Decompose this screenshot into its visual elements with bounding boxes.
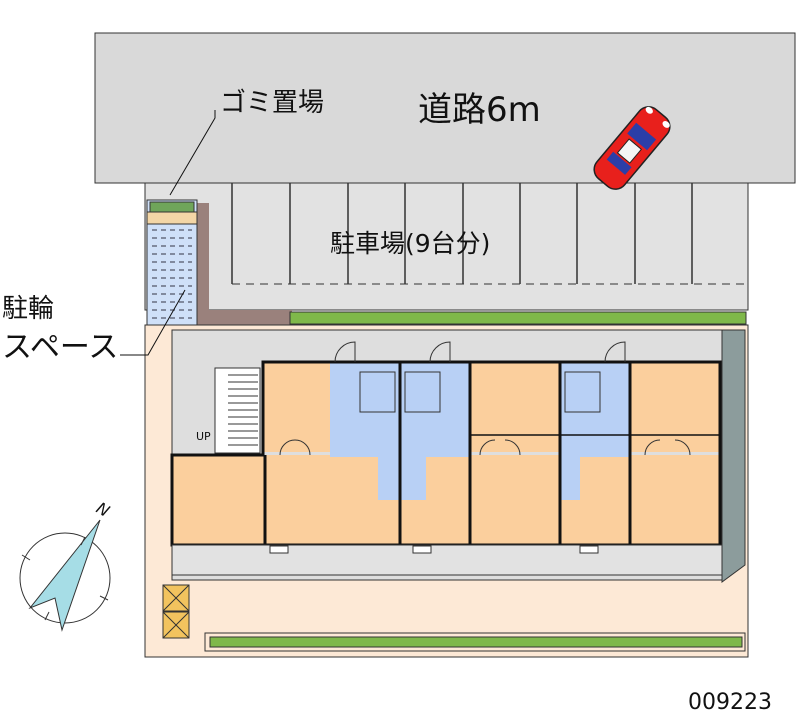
car-icon bbox=[593, 106, 671, 190]
property-id: 009223 bbox=[688, 690, 772, 715]
garbage-box bbox=[149, 201, 195, 213]
parking-label: 駐車場(9台分) bbox=[330, 229, 491, 258]
bike-space-label-1: 駐輪 bbox=[2, 294, 55, 324]
bike-space bbox=[146, 199, 292, 326]
compass-icon bbox=[19, 519, 111, 632]
road bbox=[94, 32, 796, 184]
road-label: 道路6m bbox=[418, 90, 541, 130]
leader-lines bbox=[120, 110, 216, 356]
stairs-up-label: UP bbox=[196, 430, 211, 443]
apartment-building bbox=[170, 341, 723, 576]
hedge-top bbox=[289, 311, 747, 325]
bike-space-label-2: スペース bbox=[2, 330, 119, 365]
garbage-area-label: ゴミ置場 bbox=[220, 88, 325, 118]
parking-lot bbox=[144, 182, 749, 311]
side-wall bbox=[721, 329, 746, 583]
stairs bbox=[214, 367, 261, 454]
storage-crates bbox=[162, 584, 190, 639]
